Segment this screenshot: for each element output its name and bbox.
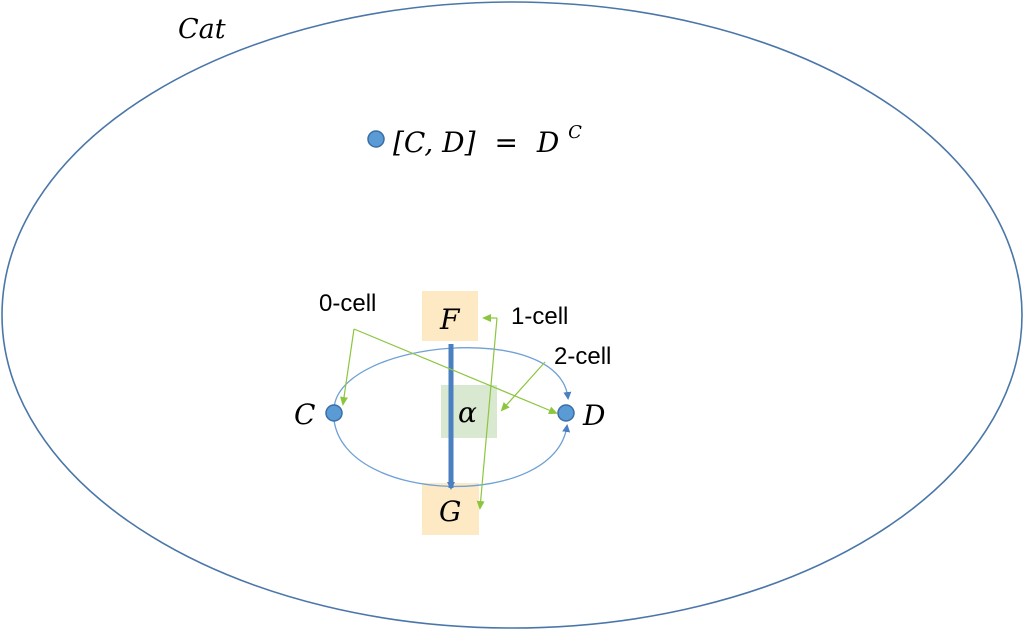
two-cell-pointer-alpha	[500, 361, 546, 412]
object-c-node	[325, 404, 343, 422]
object-c-label: C	[294, 398, 315, 431]
functor-category-exponent: C	[568, 122, 582, 143]
alpha-label: α	[458, 396, 477, 429]
functor-g-highlight	[422, 483, 479, 535]
two-cell-label: 2-cell	[554, 343, 611, 370]
zero-cell-label: 0-cell	[319, 290, 376, 317]
functor-category-base: D	[536, 126, 559, 159]
functor-category-label: [C, D] = D C	[393, 122, 582, 159]
one-cell-pointer-g	[476, 317, 498, 510]
object-d-label: D	[582, 399, 605, 432]
cat-label: Cat	[178, 14, 226, 45]
functor-category-lhs: [C, D]	[393, 126, 476, 159]
functor-category-node	[367, 130, 385, 148]
object-d-node	[557, 404, 575, 422]
one-cell-label: 1-cell	[511, 303, 568, 330]
annotation-pointers	[340, 314, 558, 510]
zero-cell-pointer-d	[353, 328, 558, 415]
functor-f-highlight	[422, 291, 478, 341]
functor-f-label: F	[439, 303, 461, 336]
zero-cell-pointer-c	[340, 328, 355, 406]
functor-category-equals: =	[494, 126, 517, 159]
functor-g-label: G	[439, 495, 461, 528]
